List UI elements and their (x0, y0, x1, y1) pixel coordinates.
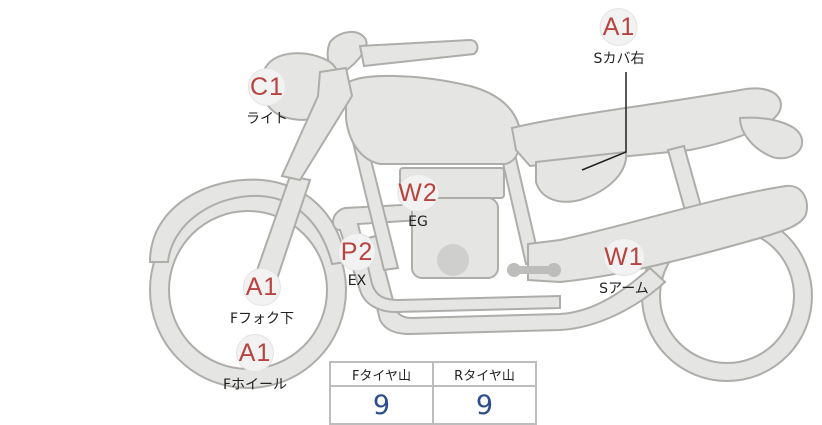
mark-code: A1 (599, 8, 638, 46)
mark-front-wheel: A1 Fホイール (223, 334, 287, 394)
mark-exhaust: P2 EX (338, 233, 376, 289)
front-tire-value: 9 (329, 385, 434, 425)
table-header-row: Fタイヤ山 Rタイヤ山 (329, 361, 537, 387)
mark-code: A1 (243, 268, 281, 306)
mark-label: Sカバ右 (593, 51, 645, 67)
mark-label: EX (347, 273, 367, 289)
mark-front-fork-lower: A1 Fフォク下 (230, 268, 294, 328)
table-row: 9 9 (329, 385, 537, 425)
mark-label: Fホイール (222, 377, 288, 393)
mark-code: W2 (397, 174, 439, 212)
mark-engine: W2 EG (397, 174, 439, 230)
tail-cowl (738, 116, 804, 160)
exhaust-pipe-upper (332, 202, 561, 314)
mark-label: ライト (246, 111, 288, 127)
engine-block (411, 197, 499, 279)
swingarm-axle (514, 266, 554, 274)
seat (510, 87, 782, 168)
engine-cover (437, 244, 469, 276)
swingarm-bolt (547, 263, 561, 277)
mark-label: EG (408, 214, 428, 230)
mark-label: Fフォク下 (229, 311, 295, 327)
table-header-front-tire: Fタイヤ山 (329, 361, 434, 387)
tire-tread-table: Fタイヤ山 Rタイヤ山 9 9 (329, 361, 537, 425)
neck-fork-top (280, 66, 354, 182)
swingarm (527, 184, 808, 284)
mark-label: Sアーム (599, 281, 649, 297)
mark-headlight: C1 ライト (246, 68, 288, 128)
mark-code: C1 (248, 68, 286, 106)
mark-code: P2 (338, 233, 376, 271)
mark-side-cover-right: A1 Sカバ右 (593, 8, 645, 68)
leader-line (581, 72, 627, 171)
mark-code: W1 (603, 238, 645, 276)
fuel-tank (345, 75, 522, 165)
mark-code: A1 (236, 334, 274, 372)
exhaust-pipe-lower (358, 234, 667, 336)
handlebar-grip (358, 38, 479, 68)
side-cover (535, 150, 628, 203)
rear-tire-value: 9 (432, 385, 537, 425)
mark-swingarm: W1 Sアーム (599, 238, 649, 298)
rear-shock (666, 144, 704, 216)
table-header-rear-tire: Rタイヤ山 (432, 361, 537, 387)
